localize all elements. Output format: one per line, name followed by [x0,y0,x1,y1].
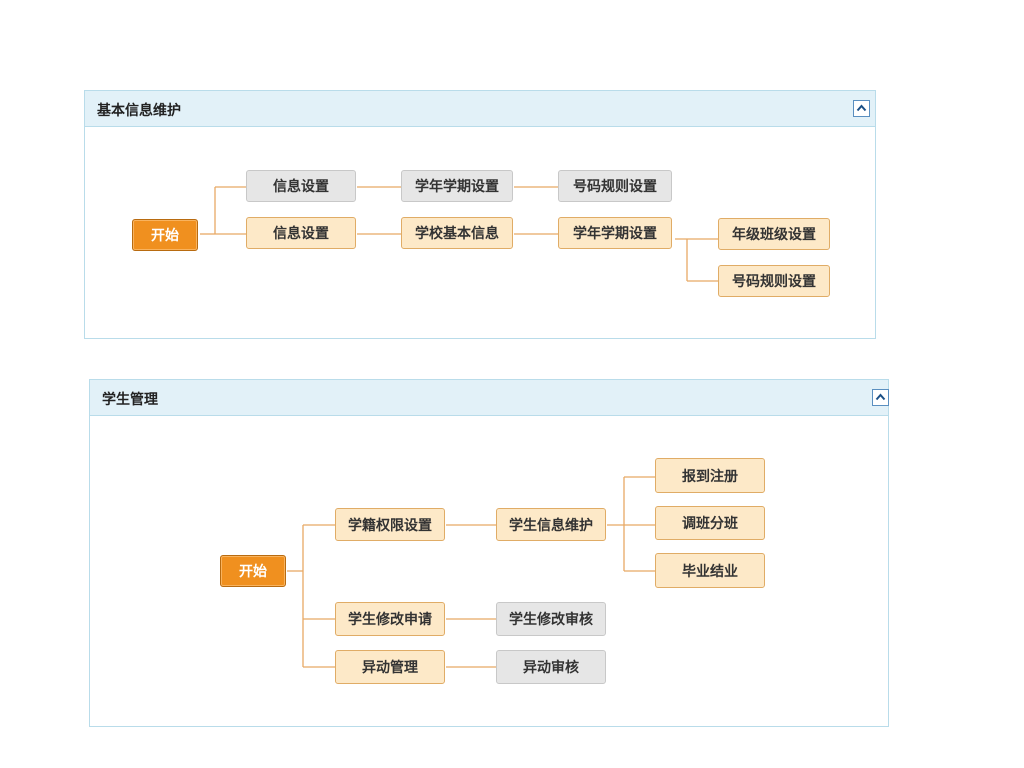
node-number-rules[interactable]: 号码规则设置 [718,265,830,297]
node-enrollment-permissions[interactable]: 学籍权限设置 [335,508,445,541]
node-graduation[interactable]: 毕业结业 [655,553,765,588]
collapse-button[interactable] [872,389,889,406]
node-grade-class-settings[interactable]: 年级班级设置 [718,218,830,250]
node-modification-request[interactable]: 学生修改申请 [335,602,445,636]
node-school-info[interactable]: 学校基本信息 [401,217,513,249]
node-modification-review[interactable]: 学生修改审核 [496,602,606,636]
chevron-up-icon [875,393,886,401]
panel-basic-info: 基本信息维护 开始 信息设置 学年学期设置 号码规则设置 信息设置 学校基本信息… [84,90,876,339]
node-status-change-review[interactable]: 异动审核 [496,650,606,684]
panel-student-management: 学生管理 开始 学籍权限设置 学生信息维护 报到注册 调班分班 毕业结业 学 [89,379,889,727]
panel-header: 基本信息维护 [85,91,875,127]
start-node[interactable]: 开始 [132,219,198,251]
node-registration[interactable]: 报到注册 [655,458,765,493]
connector-lines [287,476,655,668]
node-info-settings[interactable]: 信息设置 [246,217,356,249]
node-class-assignment[interactable]: 调班分班 [655,506,765,540]
chevron-up-icon [856,104,867,112]
node-number-rules[interactable]: 号码规则设置 [558,170,672,202]
node-status-change[interactable]: 异动管理 [335,650,445,684]
node-term-settings[interactable]: 学年学期设置 [401,170,513,202]
node-student-info-maintenance[interactable]: 学生信息维护 [496,508,606,541]
node-info-settings[interactable]: 信息设置 [246,170,356,202]
panel-title: 学生管理 [102,392,158,408]
connector-lines [200,186,718,282]
panel-header: 学生管理 [90,380,889,416]
node-term-settings[interactable]: 学年学期设置 [558,217,672,249]
collapse-button[interactable] [853,100,870,117]
panel-title: 基本信息维护 [97,103,181,119]
start-node[interactable]: 开始 [220,555,286,587]
